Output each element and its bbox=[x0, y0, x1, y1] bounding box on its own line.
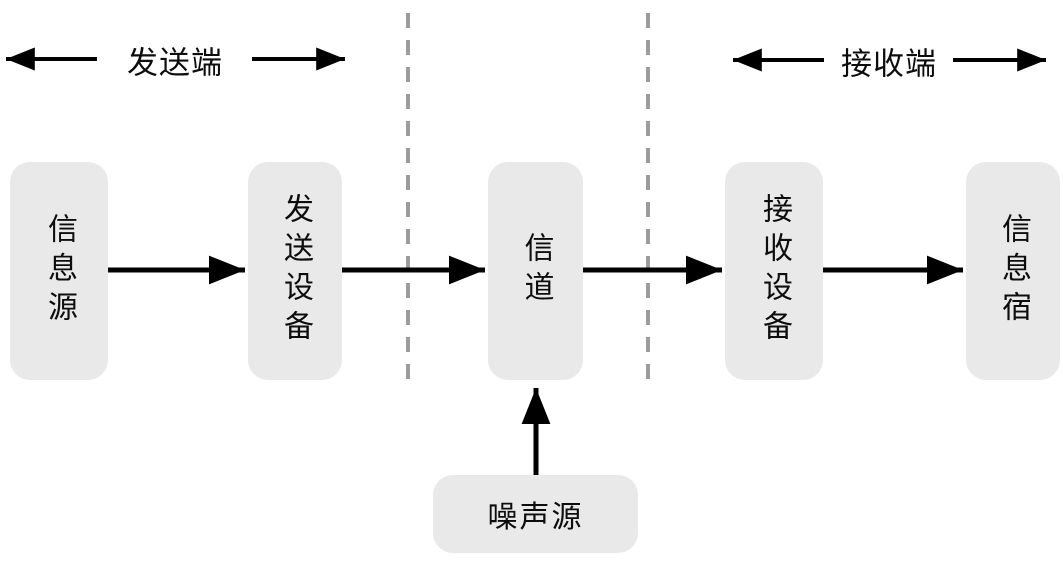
node-channel: 信道 bbox=[488, 162, 583, 380]
node-transmitting-equipment: 发送设备 bbox=[248, 162, 342, 380]
node-receiving-equipment: 接收设备 bbox=[725, 162, 823, 380]
receiver-section-label: 接收端 bbox=[841, 46, 937, 82]
node-information-source: 信息源 bbox=[10, 162, 108, 380]
sender-section-label: 发送端 bbox=[127, 45, 223, 81]
node-noise-source: 噪声源 bbox=[433, 475, 638, 553]
node-information-sink: 信息宿 bbox=[966, 162, 1060, 380]
